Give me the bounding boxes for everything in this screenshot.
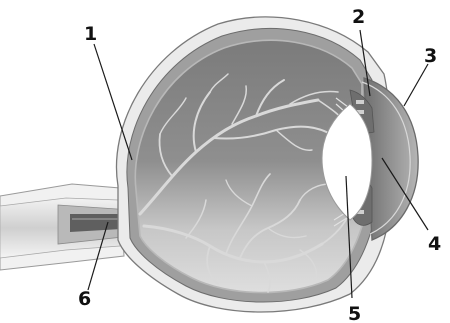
leader-1 xyxy=(94,44,132,160)
label-6: 6 xyxy=(78,288,91,310)
label-1: 1 xyxy=(84,23,97,45)
leader-3 xyxy=(404,64,428,106)
label-5: 5 xyxy=(348,303,361,323)
optic-nerve xyxy=(0,184,138,270)
label-2: 2 xyxy=(352,6,365,28)
label-4: 4 xyxy=(428,233,441,255)
label-3: 3 xyxy=(424,45,437,67)
